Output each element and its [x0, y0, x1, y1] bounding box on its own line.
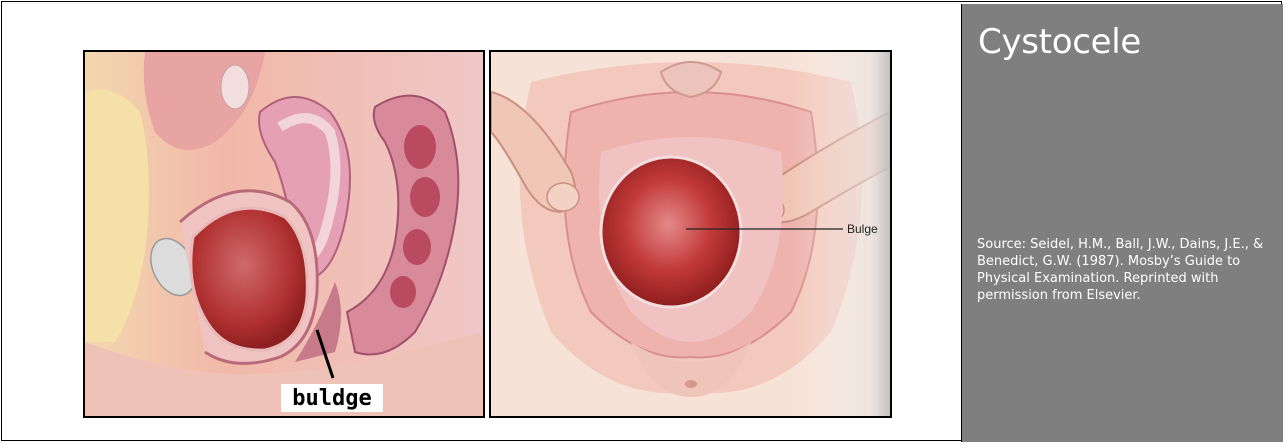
buldge-label: buldge	[292, 386, 371, 411]
caption-sidebar: Cystocele Source: Seidel, H.M., Ball, J.…	[961, 4, 1283, 442]
sagittal-illustration-svg: buldge	[85, 52, 483, 416]
slide-title: Cystocele	[978, 22, 1141, 62]
external-view-illustration-svg: Bulge	[491, 52, 890, 416]
source-caption: Source: Seidel, H.M., Ball, J.W., Dains,…	[977, 236, 1277, 304]
sagittal-illustration: buldge	[83, 50, 485, 418]
external-view-illustration: Bulge	[489, 50, 892, 418]
bulge-label: Bulge	[847, 222, 878, 236]
